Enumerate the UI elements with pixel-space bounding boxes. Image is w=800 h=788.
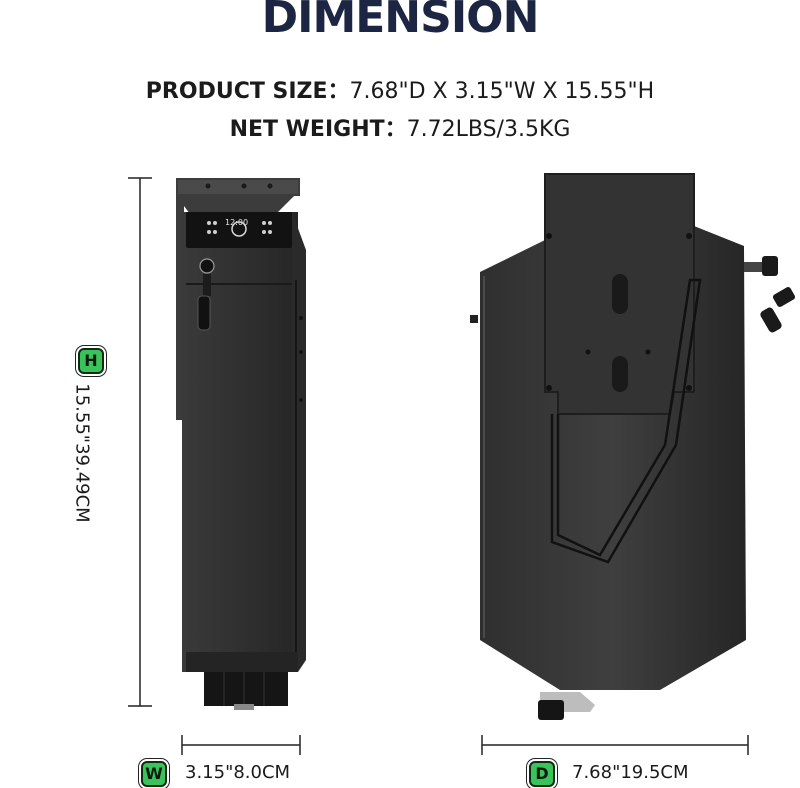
safe-side-view bbox=[470, 173, 796, 720]
height-value: 15.55"39.49CM bbox=[71, 383, 93, 523]
width-badge-icon: W bbox=[141, 761, 167, 787]
product-size-label: PRODUCT SIZE： bbox=[145, 79, 350, 104]
net-weight-line: NET WEIGHT：7.72LBS/3.5KG bbox=[0, 111, 800, 143]
net-weight-value: 7.72LBS/3.5KG bbox=[406, 117, 571, 142]
product-size-line: PRODUCT SIZE：7.68"D X 3.15"W X 15.55"H bbox=[0, 73, 800, 105]
width-value: 3.15"8.0CM bbox=[185, 762, 291, 783]
height-dimension-line bbox=[128, 177, 152, 707]
depth-dimension-line bbox=[481, 735, 749, 755]
depth-badge-icon: D bbox=[529, 761, 555, 787]
safe-front-view: 12:00 bbox=[176, 178, 306, 710]
page-title: DIMENSION bbox=[261, 0, 540, 43]
depth-value: 7.68"19.5CM bbox=[572, 762, 689, 783]
width-dimension-line bbox=[181, 735, 301, 755]
net-weight-label: NET WEIGHT： bbox=[229, 117, 407, 142]
product-size-value: 7.68"D X 3.15"W X 15.55"H bbox=[349, 79, 655, 104]
height-badge-icon: H bbox=[78, 348, 104, 374]
